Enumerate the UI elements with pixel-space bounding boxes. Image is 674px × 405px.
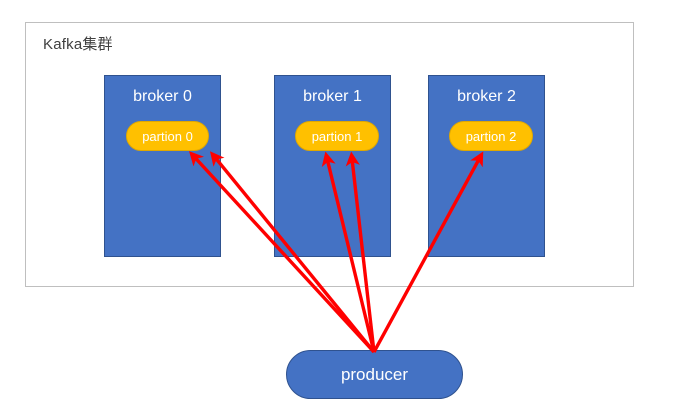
partition-label-2: partion 2 xyxy=(465,128,517,144)
broker-label-1: broker 1 xyxy=(303,88,362,105)
broker-box-1[interactable]: broker 1 partion 1 xyxy=(274,75,391,257)
producer-node[interactable]: producer xyxy=(286,350,463,399)
broker-label-2: broker 2 xyxy=(457,88,516,105)
partition-pill-0[interactable]: partion 0 xyxy=(126,121,209,151)
partition-pill-2[interactable]: partion 2 xyxy=(449,121,533,151)
broker-box-2[interactable]: broker 2 partion 2 xyxy=(428,75,545,257)
producer-label: producer xyxy=(340,364,409,384)
broker-label-0: broker 0 xyxy=(133,88,192,105)
partition-label-0: partion 0 xyxy=(142,128,193,144)
kafka-cluster-title: Kafka集群 xyxy=(43,36,113,53)
broker-box-0[interactable]: broker 0 partion 0 xyxy=(104,75,221,257)
partition-pill-1[interactable]: partion 1 xyxy=(295,121,379,151)
partition-label-1: partion 1 xyxy=(311,128,363,144)
